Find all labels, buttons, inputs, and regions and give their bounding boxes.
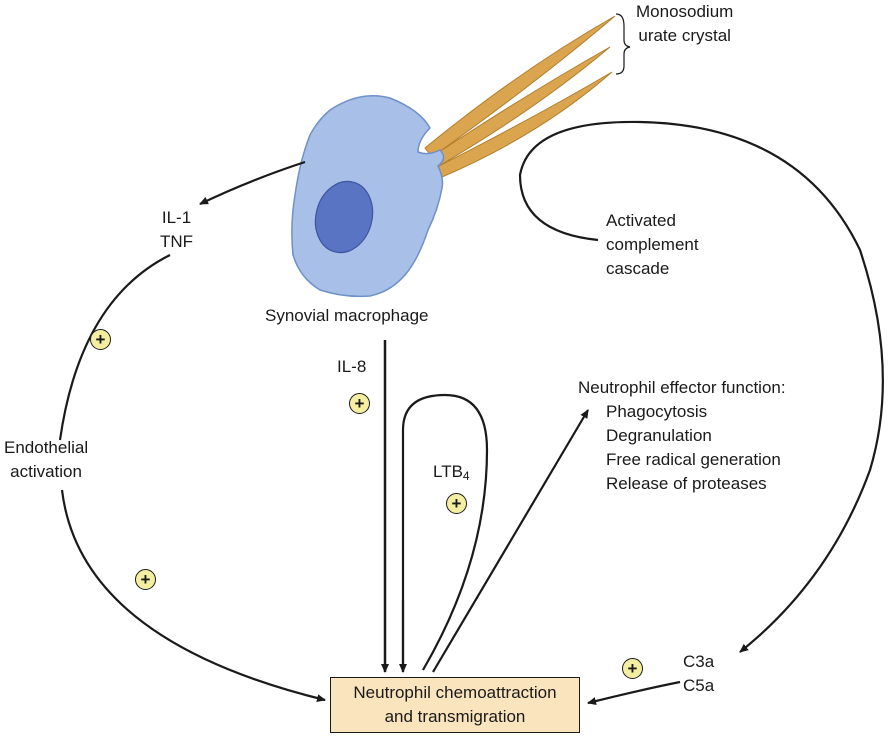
crystal-needle-3 — [434, 71, 613, 178]
plus-sign-icon: + — [90, 329, 111, 350]
crystal-label-brace — [615, 13, 631, 75]
label-ltb4-subscript: 4 — [462, 469, 470, 483]
label-endothelial-line2: activation — [10, 462, 82, 481]
label-crystal-line2: urate crystal — [638, 26, 731, 45]
label-ltb4: LTB4 — [433, 460, 470, 488]
label-crystal: Monosodium urate crystal — [636, 0, 733, 48]
arrow-to-effector — [432, 409, 589, 673]
plus-sign-icon: + — [446, 493, 467, 514]
effector-item-free-radical: Free radical generation — [606, 450, 781, 469]
label-tnf: TNF — [160, 232, 194, 251]
neutrophil-chemoattraction-box: Neutrophil chemoattraction and transmigr… — [330, 677, 580, 733]
label-complement-line3: cascade — [606, 259, 670, 278]
label-complement-line1: Activated — [606, 211, 676, 230]
label-crystal-line1: Monosodium — [636, 2, 734, 21]
label-il8: IL-8 — [337, 357, 367, 376]
complement-loop — [518, 120, 884, 653]
ltb4-loop — [401, 393, 489, 672]
crystal-needle-1 — [424, 15, 616, 158]
macrophage-nucleus — [314, 180, 374, 254]
label-c5a: C5a — [683, 676, 715, 695]
label-effector-title: Neutrophil effector function: — [578, 378, 786, 397]
arrow-c3a-to-box — [587, 680, 681, 705]
crystal-needle-2 — [429, 46, 611, 168]
box-line2: and transmigration — [384, 707, 526, 726]
label-synovial-macrophage: Synovial macrophage — [265, 306, 429, 325]
label-complement-line2: complement — [606, 235, 699, 254]
label-ltb4-main: LTB — [433, 462, 463, 481]
label-endothelial: Endothelial activation — [4, 436, 88, 484]
arrow-macrophage-to-il1 — [199, 160, 306, 205]
label-c3a-c5a: C3a C5a — [683, 650, 714, 698]
label-il1-tnf: IL-1 TNF — [160, 206, 193, 254]
plus-sign-icon: + — [349, 393, 370, 414]
plus-sign-icon: + — [135, 569, 156, 590]
label-c3a: C3a — [683, 652, 715, 671]
box-line1: Neutrophil chemoattraction — [353, 683, 557, 702]
effector-item-degranulation: Degranulation — [606, 426, 712, 445]
plus-sign-icon: + — [622, 658, 643, 679]
arc-endothelial-lower — [60, 489, 326, 702]
effector-function-block: Neutrophil effector function: Phagocytos… — [578, 376, 786, 496]
urate-crystals — [424, 15, 616, 178]
label-il1: IL-1 — [161, 208, 192, 227]
effector-item-phagocytosis: Phagocytosis — [606, 402, 708, 421]
label-endothelial-line1: Endothelial — [4, 438, 89, 457]
arc-endothelial-upper — [58, 254, 171, 441]
effector-item-proteases: Release of proteases — [606, 474, 767, 493]
label-complement: Activated complement cascade — [606, 209, 699, 281]
